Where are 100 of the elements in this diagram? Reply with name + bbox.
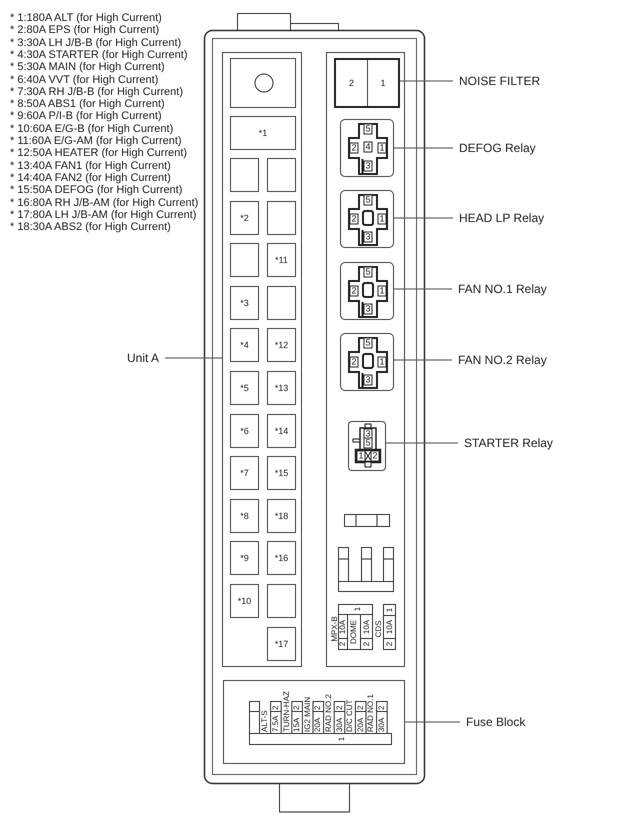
fuse-number: *12 — [274, 340, 288, 350]
fuse-number: *16 — [274, 553, 288, 563]
fuse-slot — [230, 158, 259, 192]
fuse-slot — [230, 286, 259, 320]
fuse-slot — [230, 499, 259, 533]
fuse-number: *18 — [274, 511, 288, 521]
fuse-slot — [267, 584, 296, 618]
fuse-label: D/C CUT — [346, 700, 354, 732]
pin-number: 5 — [364, 438, 372, 448]
fuse-slot — [267, 541, 296, 575]
leader-line — [394, 288, 452, 290]
leader-line — [386, 442, 458, 444]
fuse-list-item: * 1:180A ALT (for High Current) — [10, 12, 162, 24]
noise-filter-socket — [334, 58, 400, 108]
callout-label: STARTER Relay — [458, 436, 559, 450]
pin-number: 3 — [364, 160, 372, 172]
fuse-slot — [230, 116, 296, 150]
fuse-number: *6 — [240, 426, 249, 436]
fuse-list-item: * 17:80A LH J/B-AM (for High Current) — [10, 208, 196, 221]
fuse-slot — [267, 158, 296, 192]
fuse-list-item: * 10:60A E/G-B (for High Current) — [10, 122, 174, 135]
fuse-list-item: * 9:60A P/I-B (for High Current) — [10, 110, 162, 122]
fuse-slot — [230, 456, 259, 490]
fuse-slot — [230, 243, 259, 277]
fuse-label: 10A — [338, 620, 346, 634]
fuse-list-item: * 13:40A FAN1 (for High Current) — [10, 160, 171, 172]
pin-number: 2 — [350, 286, 358, 296]
fuse-label: 2 — [314, 706, 322, 710]
fuse-label: 2 — [272, 706, 280, 710]
fuse-number: *8 — [240, 511, 249, 521]
pin-number: 1 — [367, 60, 398, 106]
pin-number: 5 — [364, 124, 372, 134]
fuse-label: 1 — [354, 606, 362, 612]
fuse-list-item: * 12:50A HEATER (for High Current) — [10, 147, 188, 160]
fuse-label: 7.5A — [272, 716, 280, 732]
fuse-label: 2 — [293, 706, 302, 710]
fuse-label: 10A — [362, 620, 370, 634]
callout-label: FAN NO.2 Relay — [452, 353, 553, 367]
fuse-slot — [267, 371, 296, 405]
relay-socket — [340, 262, 394, 320]
fuse-number: *14 — [274, 426, 288, 436]
fuse-slot — [230, 541, 259, 575]
fuse-label: TURN-HAZ — [282, 691, 290, 732]
pin-number: 5 — [364, 266, 372, 278]
fuse-number: *13 — [274, 383, 288, 393]
fuse-label: 15A — [293, 718, 302, 732]
fuse-panel — [222, 52, 302, 667]
pin-number: 3 — [364, 232, 372, 242]
fuse-slot — [230, 584, 259, 618]
pin-number: 2 — [350, 356, 358, 368]
callout-label: Fuse Block — [460, 715, 532, 729]
fuse-number: *9 — [240, 553, 249, 563]
callout-label: NOISE FILTER — [453, 74, 546, 88]
fuse-label: 2 — [338, 642, 346, 646]
fuse-number: *4 — [240, 340, 249, 350]
fuse-label: ALT-S — [261, 710, 270, 732]
fuse-list-item: * 5:30A MAIN (for High Current) — [10, 61, 165, 74]
pin-number: 2 — [350, 214, 358, 224]
callout-label: DEFOG Relay — [453, 141, 542, 155]
fuse-slot — [267, 499, 296, 533]
fuse-label: 2 — [386, 642, 394, 646]
fuse-number: *17 — [274, 639, 288, 649]
fuse-label: 20A — [356, 718, 365, 732]
fuse-number: *7 — [240, 468, 249, 478]
fuse-slot — [267, 328, 296, 362]
fuse-label: DOME — [350, 620, 358, 644]
fuse-label: MPX-B — [330, 616, 338, 642]
fuse-label: 1 — [338, 736, 346, 742]
fuse-slot — [230, 371, 259, 405]
fuse-list-item: * 2:80A EPS (for High Current) — [10, 24, 160, 36]
fuse-list-item: * 15:50A DEFOG (for High Current) — [10, 184, 182, 196]
pin-number: 5 — [364, 338, 372, 348]
fuse-list-item: * 18:30A ABS2 (for High Current) — [10, 221, 171, 234]
pin-number: 1 — [378, 286, 386, 296]
fuse-label: 2 — [378, 706, 386, 710]
relay-socket — [340, 119, 394, 177]
fuse-label: 2 — [362, 642, 370, 646]
callout-label: Unit A — [121, 351, 166, 365]
fuse-label: 10A — [386, 620, 394, 634]
fuse-list-item: * 4:30A STARTER (for High Current) — [10, 48, 188, 61]
fuse-label: IG2 MAIN — [304, 696, 312, 732]
fuse-label: 30A — [378, 718, 386, 732]
fuse-number: *11 — [275, 255, 288, 265]
fuse-label: 2 — [336, 706, 344, 710]
fuse-slot — [230, 201, 259, 235]
fuse-list-item: * 8:50A ABS1 (for High Current) — [10, 98, 165, 110]
pin-number: 2 — [348, 77, 355, 90]
pin-number: 5 — [364, 194, 372, 206]
pin-number: 2 — [370, 450, 380, 462]
fuse-slot — [267, 627, 296, 661]
relay-panel — [326, 52, 405, 667]
pin-number: 1 — [378, 214, 386, 224]
callout-label: HEAD LP Relay — [453, 211, 550, 225]
pin-number: 1 — [378, 142, 386, 154]
fuse-slot — [267, 456, 296, 490]
fuse-number: *15 — [274, 468, 288, 478]
fuse-label: 1 — [386, 607, 394, 612]
fuse-number: *2 — [240, 213, 249, 223]
fuse-slot — [267, 414, 296, 448]
fuse-slot — [230, 328, 259, 362]
